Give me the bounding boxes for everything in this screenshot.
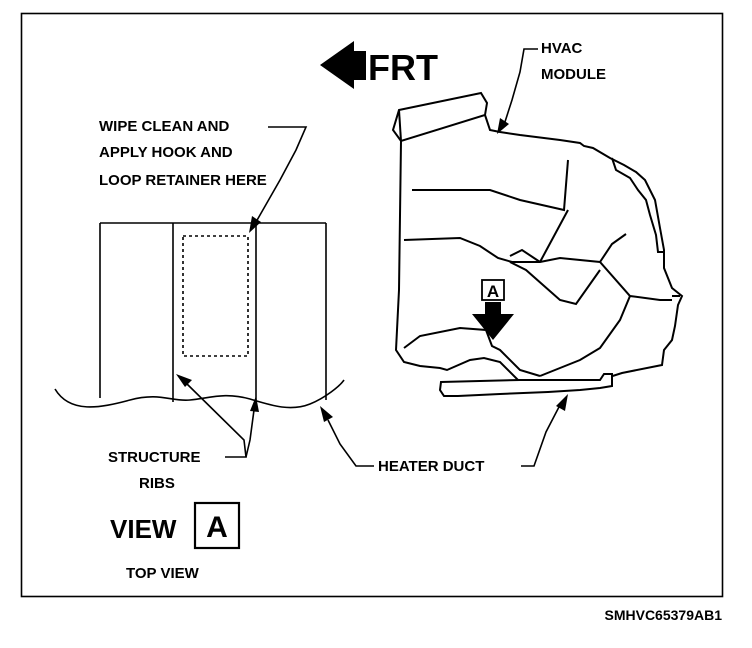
structure-ribs-leader-arrowhead-icon: [176, 374, 192, 387]
structure-ribs-leader-line-2: [245, 409, 255, 458]
wipe-clean-leader-arrowhead-icon: [249, 216, 261, 233]
heater-duct-drawing: [438, 373, 613, 397]
detail-marker-letter: A: [487, 282, 499, 301]
hvac-internal-partition: [412, 159, 569, 212]
wipe-clean-leader-line: [255, 126, 308, 223]
break-line: [54, 379, 345, 409]
hvac-module-drawing: [391, 91, 684, 381]
front-direction-label: FRT: [368, 47, 438, 88]
heater-duct-left-arrowhead-icon: [320, 406, 333, 422]
view-caption: TOP VIEW: [126, 565, 200, 582]
view-title-letter-box: [193, 501, 241, 550]
wipe-clean-label-line2: APPLY HOOK AND: [99, 144, 233, 161]
front-direction-arrow-icon: [320, 41, 366, 89]
detail-marker-box: [481, 279, 505, 301]
heater-duct-label: HEATER DUCT: [378, 458, 484, 475]
view-title-letter: A: [206, 511, 228, 544]
heater-duct-leader-line-left: [327, 419, 374, 467]
structure-ribs-label-line2: RIBS: [139, 475, 175, 492]
hvac-module-label-line1: HVAC: [541, 40, 583, 57]
hvac-module-leader-line: [502, 48, 538, 129]
structure-ribs-leader-arrowhead-2-icon: [250, 396, 259, 412]
heater-duct-leader-arrowhead-icon: [556, 394, 568, 411]
wipe-clean-label-line1: WIPE CLEAN AND: [99, 118, 229, 135]
figure-id: SMHVC65379AB1: [605, 607, 723, 623]
hvac-module-leader-arrowhead-icon: [497, 118, 509, 134]
hvac-module-label-line2: MODULE: [541, 66, 606, 83]
wipe-clean-label-line3: LOOP RETAINER HERE: [99, 172, 267, 189]
view-direction-arrow-icon: [472, 302, 514, 340]
heater-duct-leader-line-right: [521, 404, 561, 467]
view-title-word: VIEW: [110, 514, 177, 544]
hvac-top-inlet: [391, 91, 489, 143]
top-view-panel: [54, 222, 345, 409]
hvac-housing-outline: [394, 114, 684, 381]
structure-ribs-label-line1: STRUCTURE: [108, 449, 201, 466]
structure-ribs-leader-line: [185, 382, 247, 458]
diagram-frame: [20, 12, 724, 598]
hook-loop-retainer-area: [182, 235, 249, 357]
